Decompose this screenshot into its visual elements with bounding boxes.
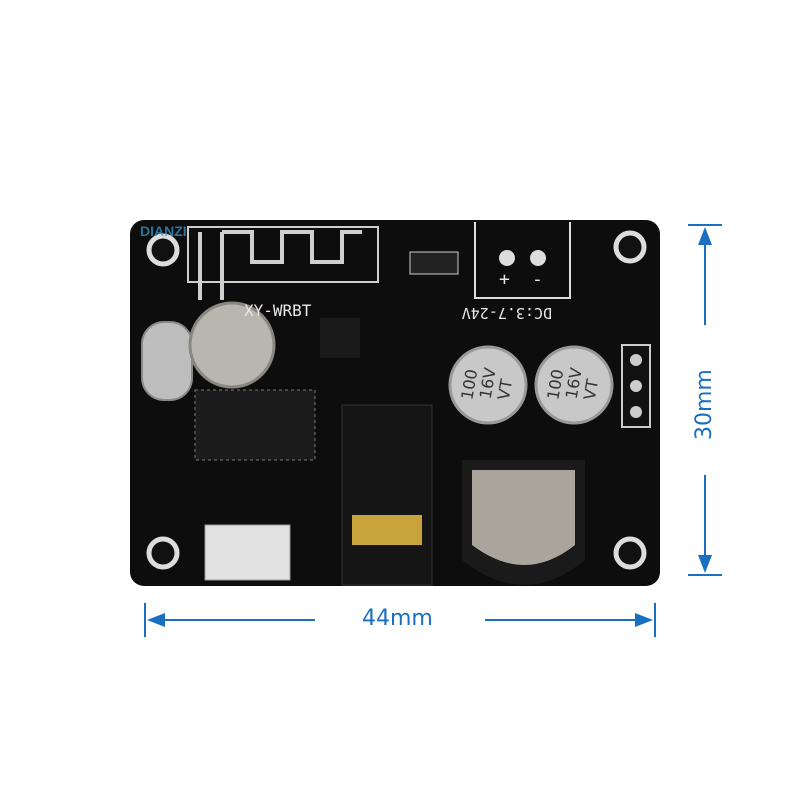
capacitors — [448, 345, 614, 425]
cap1-series: VT — [494, 378, 516, 402]
crystal — [141, 321, 193, 401]
regulator — [320, 318, 360, 358]
chip — [194, 389, 316, 461]
diode — [409, 251, 459, 275]
bluetooth-antenna — [187, 226, 379, 300]
watermark: DIANZI — [140, 223, 187, 239]
plus-label: + — [499, 269, 510, 290]
width-label: 44mm — [362, 606, 433, 631]
micro-usb-port — [204, 524, 291, 581]
audio-jack — [341, 404, 433, 586]
power-terminal-outline — [474, 222, 571, 299]
buzzer — [188, 301, 276, 389]
power-label: DC:3.7-24V — [462, 304, 552, 322]
capacitor-markings: 100 16V VT 100 16V VT — [457, 366, 602, 401]
mounting-holes — [146, 230, 647, 570]
width-dimension-arrow — [144, 603, 656, 637]
minus-label: - — [532, 269, 543, 290]
cap2-series: VT — [580, 378, 602, 402]
height-label: 30mm — [692, 369, 717, 440]
height-dimension-arrow — [688, 224, 722, 576]
model-label: XY-WRBT — [244, 301, 312, 320]
